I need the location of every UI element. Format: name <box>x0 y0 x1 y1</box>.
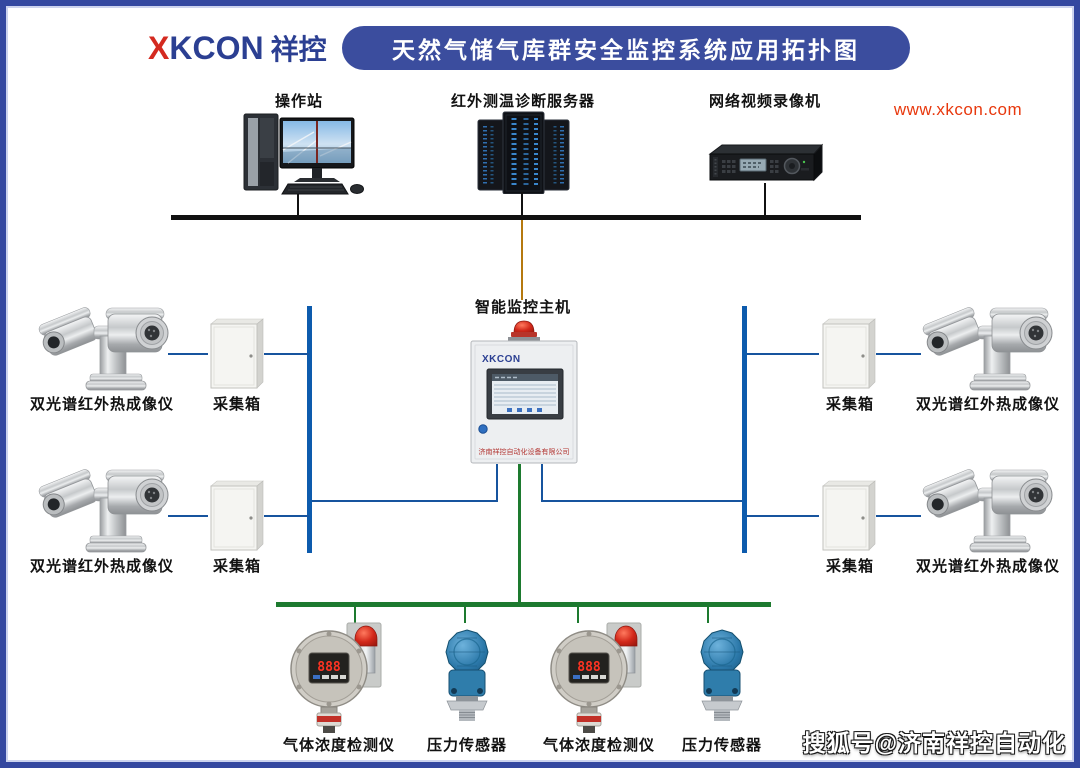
logo-cn: 祥控 <box>270 34 327 65</box>
host-image: XKCON 济南祥控自动化设备有限公司 <box>470 320 578 464</box>
collection-box-image <box>819 478 879 554</box>
camera-box-link <box>168 515 208 517</box>
host-uplink <box>521 220 523 300</box>
nvr-link <box>764 183 766 215</box>
collection-box-label: 采集箱 <box>212 396 261 413</box>
box-camera-link <box>876 353 921 355</box>
thermal-camera-image <box>918 460 1053 555</box>
gas-detector-label: 气体浓度检测仪 <box>282 737 395 754</box>
pressure-sensor-label: 压力传感器 <box>426 737 507 754</box>
pressure-sensor-label: 压力传感器 <box>681 737 762 754</box>
right-trunk-line <box>742 306 747 553</box>
nvr-image <box>708 143 824 182</box>
gas-detector-label: 气体浓度检测仪 <box>542 737 655 754</box>
thermal-camera-label: 双光谱红外热成像仪 <box>915 396 1060 413</box>
sensor-drop-line <box>577 607 579 623</box>
sensor-bus-line <box>276 602 771 607</box>
thermal-camera-label: 双光谱红外热成像仪 <box>29 558 174 575</box>
workstation-link <box>297 194 299 215</box>
pressure-sensor-image <box>688 628 756 723</box>
logo-x: X <box>148 30 170 66</box>
thermal-camera-image <box>34 298 169 393</box>
collection-box-image <box>819 316 879 392</box>
host-brand: XKCON <box>482 354 521 365</box>
host-company: 济南祥控自动化设备有限公司 <box>479 447 570 456</box>
pressure-sensor-image <box>433 628 501 723</box>
host-indicator-button <box>478 424 488 434</box>
collection-box-image <box>207 316 267 392</box>
website-url: www.xkcon.com <box>893 100 1023 119</box>
box-camera-link <box>876 515 921 517</box>
box-trunk-link <box>264 515 309 517</box>
server-link <box>521 192 523 215</box>
alarm-beacon-icon <box>513 320 535 334</box>
camera-box-link <box>168 353 208 355</box>
page-title: 天然气储气库群安全监控系统应用拓扑图 <box>392 37 860 63</box>
thermal-camera-image <box>34 460 169 555</box>
workstation-label: 操作站 <box>274 93 323 110</box>
sensor-drop-line <box>354 607 356 623</box>
title-banner: 天然气储气库群安全监控系统应用拓扑图 <box>342 26 910 70</box>
left-trunk-line <box>307 306 312 553</box>
sensor-drop-line <box>464 607 466 623</box>
workstation-image <box>243 113 364 195</box>
gas-detector-image <box>547 617 652 735</box>
trunk-box-link <box>747 353 819 355</box>
host-right-link <box>541 500 744 502</box>
collection-box-label: 采集箱 <box>825 396 874 413</box>
collection-box-label: 采集箱 <box>825 558 874 575</box>
host-right-drop <box>541 464 543 502</box>
ir-server-image <box>477 111 570 194</box>
sensor-drop-line <box>707 607 709 623</box>
host-label: 智能监控主机 <box>474 299 571 316</box>
logo-kcon: KCON <box>169 30 264 66</box>
gas-detector-image <box>287 617 392 735</box>
ir-server-label: 红外测温诊断服务器 <box>450 93 595 110</box>
host-left-link <box>310 500 498 502</box>
host-sensor-link <box>518 464 521 604</box>
trunk-box-link <box>747 515 819 517</box>
nvr-label: 网络视频录像机 <box>708 93 821 110</box>
collection-box-label: 采集箱 <box>212 558 261 575</box>
box-trunk-link <box>264 353 309 355</box>
watermark: 搜狐号@济南祥控自动化 <box>802 730 1066 756</box>
thermal-camera-label: 双光谱红外热成像仪 <box>29 396 174 413</box>
ethernet-bus-line <box>171 215 861 220</box>
collection-box-image <box>207 478 267 554</box>
host-left-drop <box>496 464 498 502</box>
thermal-camera-image <box>918 298 1053 393</box>
thermal-camera-label: 双光谱红外热成像仪 <box>915 558 1060 575</box>
